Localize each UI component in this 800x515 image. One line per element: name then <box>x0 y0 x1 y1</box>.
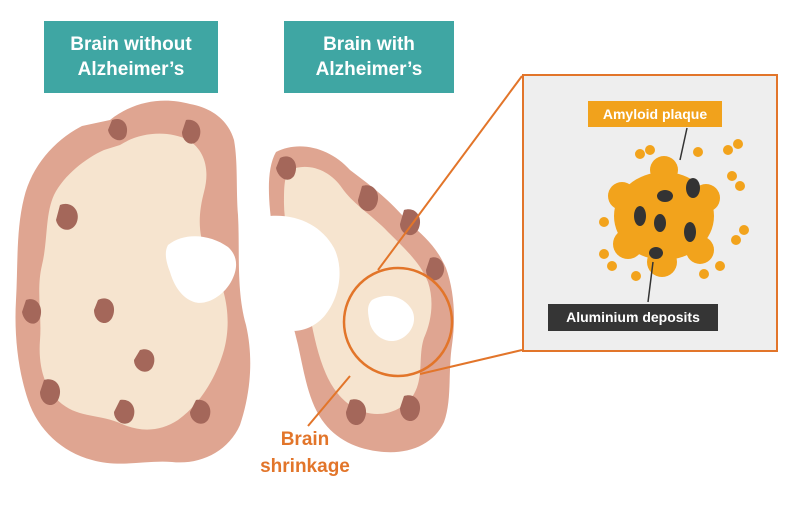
alzheimers-brain-ventricle <box>264 215 340 331</box>
healthy-brain-sulcus <box>94 298 115 324</box>
alzheimers-brain-white-matter <box>284 166 432 414</box>
healthy-brain-sulcus <box>56 203 78 230</box>
plaque-lobe <box>608 182 636 210</box>
plaque-lobe <box>650 156 678 184</box>
amyloid-pointer-line <box>679 127 688 161</box>
plaque-lobe <box>686 236 714 264</box>
plaque-fragment <box>635 149 645 159</box>
aluminium-deposit <box>686 178 700 198</box>
plaque-fragment <box>731 235 741 245</box>
shrinkage-pointer-line <box>307 375 351 427</box>
plaque-fragment <box>693 147 703 157</box>
healthy-brain-sulcus <box>114 399 135 424</box>
alzheimers-brain-sulcus <box>400 395 421 422</box>
healthy-brain-sulcus <box>182 119 201 144</box>
plaque-fragment <box>723 145 733 155</box>
plaque-fragment <box>733 139 743 149</box>
aluminium-pointer-line <box>647 261 654 303</box>
healthy-brain <box>15 100 251 464</box>
label-brain-with-alzheimers: Brain with Alzheimer’s <box>284 21 454 93</box>
plaque-fragment <box>699 269 709 279</box>
plaque-fragment <box>631 271 641 281</box>
plaque-fragment <box>735 181 745 191</box>
shrink-line: Brain <box>280 429 330 450</box>
shrink-line: shrinkage <box>260 456 350 477</box>
alzheimers-brain-sulcus <box>400 209 421 236</box>
plaque-fragment <box>739 225 749 235</box>
amyloid-plaque-label: Amyloid plaque <box>588 101 722 127</box>
healthy-brain-sulcus <box>22 299 42 324</box>
alzheimers-brain <box>264 146 454 453</box>
label-line: Alzheimer’s <box>77 59 185 80</box>
alzheimers-brain-sulcus <box>358 185 379 212</box>
label-brain-without-alzheimers: Brain without Alzheimer’s <box>44 21 218 93</box>
label-line: Alzheimer’s <box>315 59 423 80</box>
aluminium-deposit <box>634 206 646 226</box>
alzheimers-brain-sulcus <box>426 257 445 281</box>
aluminium-deposit <box>654 214 666 232</box>
plaque-lobe <box>613 229 643 259</box>
healthy-brain-ventricle <box>165 236 237 303</box>
label-line: Brain without <box>70 34 192 55</box>
plaque-fragment <box>727 171 737 181</box>
plaque-fragment <box>645 145 655 155</box>
aluminium-deposits-label: Aluminium deposits <box>548 304 718 331</box>
alzheimers-brain-sulcus <box>346 399 367 426</box>
brain-shrinkage-label: Brain shrinkage <box>250 426 360 480</box>
aluminium-deposit <box>649 247 663 259</box>
magnifier-circle <box>342 266 454 378</box>
plaque-fragment <box>607 261 617 271</box>
aluminium-deposit <box>684 222 696 242</box>
amyloid-plaque <box>599 139 749 281</box>
alzheimers-brain-sulcus <box>276 156 297 180</box>
alzheimers-brain-ventricle <box>368 295 415 342</box>
healthy-brain-sulcus <box>108 118 128 141</box>
aluminium-deposits <box>634 178 700 259</box>
connector-line <box>377 75 523 271</box>
plaque-fragment <box>599 249 609 259</box>
healthy-brain-sulcus <box>134 349 155 372</box>
healthy-brain-white-matter <box>39 133 228 430</box>
connector-line <box>419 349 523 375</box>
label-line: Brain with <box>323 34 415 55</box>
plaque-fragment <box>715 261 725 271</box>
healthy-brain-sulcus <box>40 379 61 406</box>
healthy-brain-sulcus <box>190 399 211 424</box>
aluminium-deposit <box>657 190 673 202</box>
plaque-fragment <box>599 217 609 227</box>
